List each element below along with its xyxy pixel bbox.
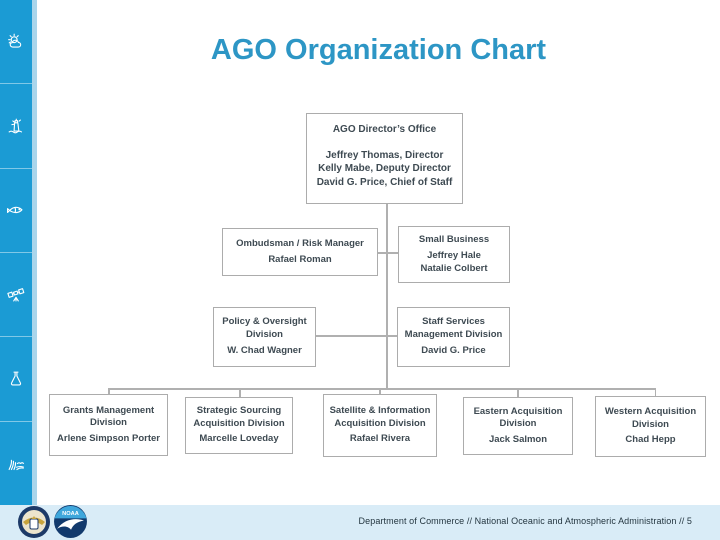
- weather-icon: [8, 33, 22, 48]
- connector-row2: [378, 252, 398, 254]
- noaa-logo: NOAA: [54, 505, 87, 538]
- sidebar-icon-rail: [0, 0, 32, 506]
- fish-icon: [7, 207, 23, 214]
- connector-drop-eastern: [517, 388, 519, 398]
- org-box-member: W. Chad Wagner: [227, 345, 302, 357]
- org-box-title: Eastern Acquisition Division: [473, 405, 563, 430]
- sidebar-tile: [0, 337, 32, 422]
- connector-row3: [316, 335, 397, 337]
- org-box-member: David G. Price, Chief of Staff: [316, 176, 453, 188]
- org-box-member: Marcelle Loveday: [199, 433, 279, 445]
- org-box-western-acquisition: Western Acquisition Division Chad Hepp: [595, 396, 706, 457]
- org-box-member: Kelly Mabe, Deputy Director: [318, 163, 451, 174]
- connector-drop-strategic: [239, 388, 241, 398]
- org-box-title: Ombudsman / Risk Manager: [236, 237, 364, 249]
- department-of-commerce-seal: [18, 506, 50, 538]
- org-box-member: Jeffrey Thomas, Director: [325, 149, 444, 161]
- org-box-policy-oversight: Policy & Oversight Division W. Chad Wagn…: [213, 307, 316, 367]
- page-title: AGO Organization Chart: [210, 34, 547, 66]
- connector-trunk: [386, 204, 388, 388]
- org-box-small-business: Small Business Jeffrey Hale Natalie Colb…: [398, 226, 510, 283]
- sidebar-tile: [0, 84, 32, 169]
- org-box-member: Jack Salmon: [488, 433, 548, 445]
- flask-icon: [10, 371, 22, 386]
- satellite-icon: [7, 287, 25, 302]
- org-box-member: Jeffrey Hale: [427, 250, 481, 262]
- org-box-eastern-acquisition: Eastern Acquisition Division Jack Salmon: [463, 397, 573, 455]
- org-box-title: Policy & Oversight Division: [222, 316, 307, 340]
- org-box-title: Staff Services Management Division: [404, 316, 503, 340]
- connector-drop-western: [654, 388, 656, 397]
- svg-text:NOAA: NOAA: [62, 511, 79, 517]
- footer-credit-text: Department of Commerce // National Ocean…: [358, 516, 692, 526]
- lighthouse-icon: [8, 118, 23, 134]
- org-box-member: Chad Hepp: [625, 434, 676, 446]
- sidebar-edge-stripe: [32, 0, 37, 506]
- org-box-director-office: AGO Director’s Office Jeffrey Thomas, Di…: [306, 113, 463, 204]
- org-box-member: Rafael Rivera: [349, 433, 411, 445]
- org-box-title: Strategic Sourcing Acquisition Division: [193, 405, 285, 429]
- org-box-title: Small Business: [418, 233, 490, 245]
- sidebar-tile: [0, 253, 32, 338]
- connector-distribution: [108, 388, 656, 390]
- org-box-strategic-sourcing: Strategic Sourcing Acquisition Division …: [185, 397, 293, 454]
- footer-strip: [0, 505, 720, 540]
- sidebar-tile: [0, 422, 32, 506]
- connector-drop-satellite: [379, 388, 381, 395]
- org-box-title: Satellite & Information Acquisition Divi…: [329, 405, 431, 429]
- org-box-title: AGO Director’s Office: [332, 124, 437, 135]
- org-box-member: Natalie Colbert: [420, 262, 488, 274]
- org-box-ombudsman: Ombudsman / Risk Manager Rafael Roman: [222, 228, 378, 276]
- org-box-member: David G. Price: [421, 345, 486, 357]
- org-box-title: Western Acquisition Division: [604, 406, 697, 430]
- org-box-member: Rafael Roman: [268, 254, 332, 265]
- sidebar-tile: [0, 0, 32, 85]
- org-box-title: Grants Management Division: [62, 404, 155, 429]
- habitat-icon: [8, 459, 25, 470]
- sidebar-tile: [0, 169, 32, 253]
- org-box-member: Arlene Simpson Porter: [57, 432, 160, 444]
- org-box-grants: Grants Management Division Arlene Simpso…: [49, 394, 168, 456]
- connector-drop-grants: [108, 388, 110, 395]
- org-box-satellite-information: Satellite & Information Acquisition Divi…: [323, 394, 437, 457]
- org-box-staff-services: Staff Services Management Division David…: [397, 307, 510, 367]
